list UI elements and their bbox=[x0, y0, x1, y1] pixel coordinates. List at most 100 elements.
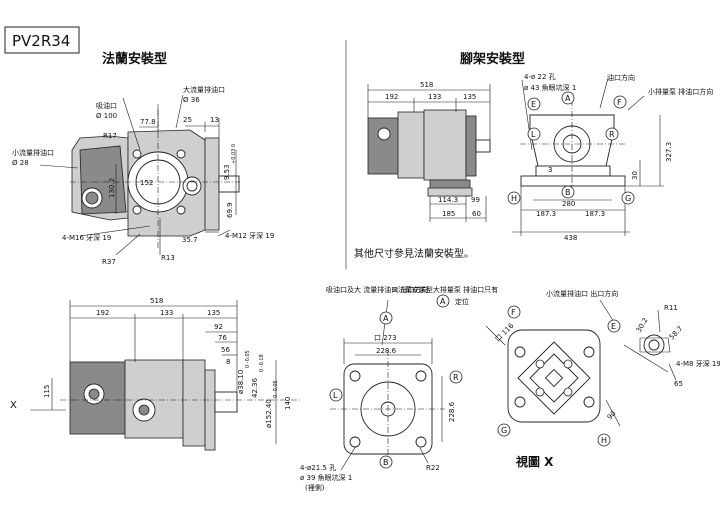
view-x-m8: 4-M8 牙深 19 bbox=[676, 359, 720, 368]
port-r-marker-foot bbox=[605, 127, 619, 141]
dim-r37: R37 bbox=[102, 258, 116, 266]
flange-view-holes: 4-ø21.5 孔 bbox=[300, 464, 336, 472]
side-dim-56: 56 bbox=[221, 346, 230, 354]
view-x-dim-90: 90 bbox=[606, 409, 618, 421]
foot-side-drawing bbox=[367, 109, 491, 197]
foot-inlet-direction: 油口方向 bbox=[607, 73, 635, 82]
foot-front-drawing bbox=[520, 100, 626, 200]
flange-dimension-lines bbox=[39, 94, 237, 256]
view-x-title: 視圖 X bbox=[515, 454, 554, 469]
port-b-marker-foot bbox=[561, 185, 575, 199]
foot-dim-187-3b: 187.3 bbox=[585, 210, 605, 218]
foot-spotface: ø 43 魚眼坑深 1 bbox=[524, 83, 576, 92]
dim-9-53: 9.53 bbox=[223, 164, 231, 180]
dim-69-9: 69.9 bbox=[226, 202, 234, 218]
flange-m12-note: 4-M12 牙深 19 bbox=[225, 231, 274, 240]
port-h-marker-foot bbox=[507, 191, 521, 205]
side-dim-8: 8 bbox=[226, 358, 230, 366]
foot-dim-114-3: 114.3 bbox=[438, 196, 458, 204]
svg-text:L: L bbox=[333, 391, 338, 400]
flange-view-dim-228-6b: 228.6 bbox=[448, 401, 456, 422]
flange-view-dimensions bbox=[340, 299, 443, 471]
foot-dim-3: 3 bbox=[548, 166, 552, 174]
flange-view-dim-228-6a: 228.6 bbox=[376, 347, 397, 355]
flange-title: 法蘭安裝型 bbox=[102, 51, 167, 67]
port-e-marker-foot bbox=[527, 97, 541, 111]
svg-text:B: B bbox=[565, 188, 571, 197]
flange-view-note2: ※法蘭安裝型大排量泵 排油口只有 bbox=[392, 285, 498, 294]
foot-dim-185: 185 bbox=[442, 210, 455, 218]
svg-text:E: E bbox=[611, 322, 616, 331]
side-dim-135: 135 bbox=[207, 309, 220, 317]
flange-pump-drawing bbox=[70, 110, 240, 250]
svg-text:R: R bbox=[609, 130, 615, 139]
foot-side-dimensions bbox=[367, 84, 491, 222]
svg-text:R: R bbox=[453, 373, 459, 382]
foot-dim-99: 99 bbox=[471, 196, 480, 204]
side-dim-115: 115 bbox=[43, 385, 51, 398]
dim-25: 25 bbox=[183, 116, 192, 124]
dim-77-8: 77.8 bbox=[140, 118, 156, 126]
svg-text:F: F bbox=[511, 308, 516, 317]
flange-view-note2-end: 定位 bbox=[455, 297, 469, 306]
side-view-dimensions bbox=[30, 300, 277, 444]
view-x-dim-58-7: 58.7 bbox=[668, 325, 685, 342]
foot-dim-280: 280 bbox=[562, 200, 575, 208]
dim-r13: R13 bbox=[161, 254, 175, 262]
flange-view-spotface: ø 39 魚眼坑深 1 bbox=[300, 473, 352, 482]
foot-title: 腳架安裝型 bbox=[460, 51, 525, 67]
flange-large-outlet-label: 大流量排油口 bbox=[183, 85, 225, 94]
svg-text:A: A bbox=[565, 94, 571, 103]
dim-35-7: 35.7 bbox=[182, 236, 198, 244]
port-f-marker-foot bbox=[613, 95, 627, 109]
port-b-marker-flange bbox=[379, 455, 393, 469]
side-key-dim: 42.36 bbox=[251, 377, 259, 398]
port-markers: E A F L R B H G A A L R B F E G H bbox=[329, 91, 635, 469]
port-g-marker-viewx bbox=[497, 423, 511, 437]
side-dim-140: 140 bbox=[284, 397, 292, 410]
side-dim-92: 92 bbox=[214, 323, 223, 331]
side-dim-192: 192 bbox=[96, 309, 109, 317]
dim-9-53-tol: +0.03 0 bbox=[231, 144, 237, 164]
side-pilot-dia: ø152.40 bbox=[265, 399, 273, 428]
foot-dim-60: 60 bbox=[472, 210, 481, 218]
port-g-marker-foot bbox=[621, 191, 635, 205]
flange-view-r22: R22 bbox=[426, 464, 440, 472]
view-x-arrow-label: X bbox=[10, 400, 17, 411]
foot-dim-327-3: 327.3 bbox=[665, 142, 673, 162]
model-label: PV2R34 bbox=[12, 32, 70, 50]
port-a-marker-flange bbox=[379, 311, 393, 325]
side-dim-76: 76 bbox=[218, 334, 227, 342]
dim-r17: R17 bbox=[103, 132, 117, 140]
foot-dim-192: 192 bbox=[385, 93, 398, 101]
port-l-marker-flange bbox=[329, 388, 343, 402]
side-key-tol: 0 -0.18 bbox=[259, 354, 265, 372]
view-x-dim-65: 65 bbox=[674, 380, 683, 388]
flange-m16-note: 4-M16 牙深 19 bbox=[62, 233, 111, 242]
port-f-marker-viewx bbox=[507, 305, 521, 319]
port-e-marker-viewx bbox=[607, 319, 621, 333]
flange-view-note1: 吸油口及大 流量排油口 出口方向 bbox=[326, 285, 428, 294]
side-shaft-dia: ø38.10 bbox=[237, 370, 245, 394]
flange-large-outlet-size: Ø 36 bbox=[183, 96, 200, 104]
dim-130-2: 130.2 bbox=[108, 178, 116, 198]
flange-small-outlet-label: 小流量排油口 bbox=[12, 148, 54, 157]
flange-view-drawing bbox=[330, 350, 445, 466]
port-r-marker-flange bbox=[449, 370, 463, 384]
svg-text:E: E bbox=[531, 100, 536, 109]
flange-view-square: 口 273 bbox=[374, 334, 397, 342]
svg-text:H: H bbox=[511, 194, 517, 203]
side-dim-133: 133 bbox=[160, 309, 173, 317]
flange-small-outlet-size: Ø 28 bbox=[12, 159, 29, 167]
flange-view-backside: (裡側) bbox=[305, 483, 325, 492]
view-x-dim-30-2: 30.2 bbox=[635, 316, 650, 334]
side-dim-518: 518 bbox=[150, 297, 163, 305]
foot-dim-133: 133 bbox=[428, 93, 441, 101]
svg-text:G: G bbox=[501, 426, 507, 435]
port-a-marker-note bbox=[436, 294, 450, 308]
side-pilot-tol: 0 -0.05 bbox=[273, 380, 279, 398]
foot-note: 其他尺寸參見法蘭安裝型。 bbox=[354, 247, 474, 260]
svg-text:A: A bbox=[383, 314, 389, 323]
